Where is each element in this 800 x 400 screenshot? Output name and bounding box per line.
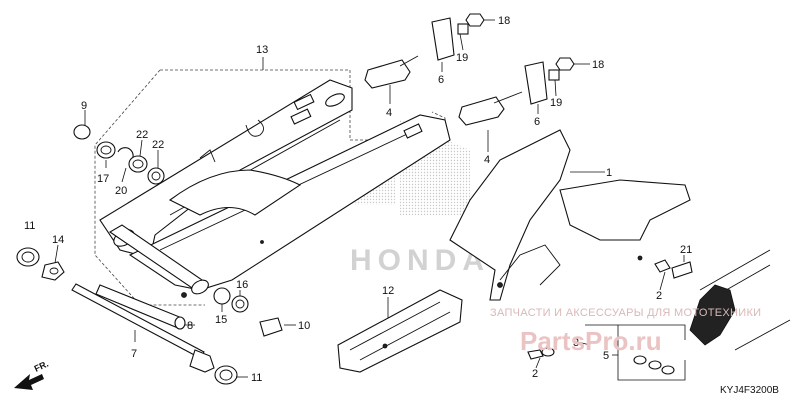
site-watermark-text: PartsPro.ru: [520, 326, 662, 356]
callout-20: 20: [115, 185, 127, 197]
callout-18b: 18: [592, 59, 604, 71]
callout-5: 5: [603, 350, 609, 362]
callout-2a: 2: [656, 290, 662, 302]
callout-8: 8: [187, 320, 193, 332]
drive-chain: [527, 249, 791, 375]
callout-11b: 11: [251, 372, 262, 384]
callout-3: 3: [573, 337, 579, 349]
callout-leaders: [54, 19, 686, 381]
callout-16: 16: [236, 279, 248, 291]
callout-1: 1: [606, 167, 612, 179]
callout-6b: 6: [534, 116, 540, 128]
chain-slider: [337, 289, 463, 373]
callout-11a: 11: [24, 220, 35, 232]
chain-adjusters: [364, 13, 575, 126]
pivot-hardware: [16, 247, 283, 385]
pivot-bearings: [73, 124, 165, 185]
callout-numbers: 13 9 17 20 22 22 11 14 8 7 11 15 16 10 1…: [24, 15, 692, 384]
front-direction-label: FR.: [33, 359, 50, 374]
callout-18a: 18: [498, 15, 510, 27]
callout-14: 14: [52, 234, 64, 246]
callout-2b: 2: [532, 368, 538, 380]
callout-6a: 6: [438, 74, 444, 86]
callout-22b: 22: [152, 139, 164, 151]
honda-watermark-text: HONDA: [350, 244, 490, 277]
diagram-code: KYJ4F3200B: [720, 385, 779, 396]
callout-7: 7: [131, 348, 137, 360]
callout-19b: 19: [550, 97, 562, 109]
callout-17: 17: [97, 173, 109, 185]
callout-13: 13: [256, 44, 268, 56]
callout-15: 15: [215, 314, 227, 326]
callout-4a: 4: [386, 107, 392, 119]
callout-19a: 19: [456, 52, 468, 64]
callout-4b: 4: [484, 154, 490, 166]
rear-fender: [449, 129, 693, 301]
callout-12: 12: [382, 285, 394, 297]
shop-watermark-text: ЗАПЧАСТИ И АКСЕССУАРЫ ДЛЯ МОТОТЕХНИКИ: [490, 307, 761, 319]
callout-22a: 22: [136, 129, 148, 141]
front-direction-arrow: FR.: [14, 359, 50, 390]
callout-10: 10: [298, 320, 310, 332]
swingarm: [99, 79, 451, 298]
callout-21: 21: [680, 244, 692, 256]
callout-9: 9: [81, 100, 87, 112]
